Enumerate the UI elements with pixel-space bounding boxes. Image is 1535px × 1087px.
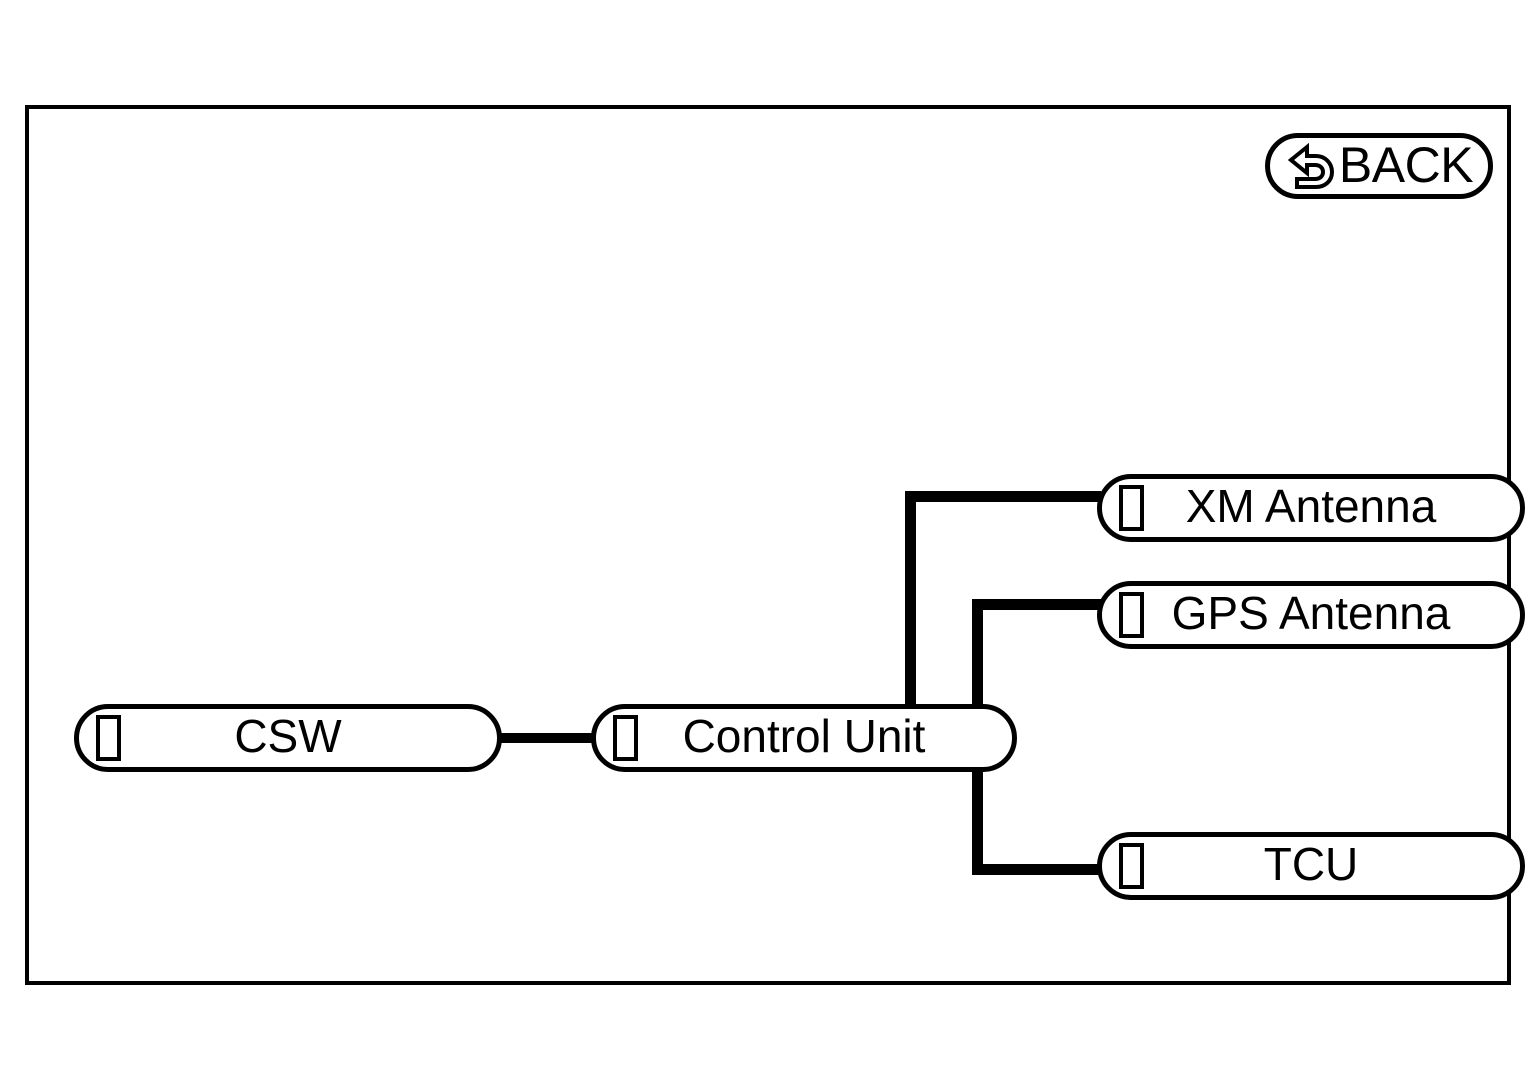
node-xm-antenna[interactable]: XM Antenna xyxy=(1097,474,1525,542)
back-arrow-icon xyxy=(1287,143,1334,189)
node-xm-antenna-label: XM Antenna xyxy=(1185,480,1437,532)
back-button[interactable]: BACK xyxy=(1265,133,1493,199)
connector-control-unit-to-gps-vertical xyxy=(972,599,983,709)
connector-control-unit-to-tcu-vertical xyxy=(972,767,983,875)
missing-glyph-box-icon xyxy=(1119,592,1144,638)
connector-csw-to-control-unit xyxy=(499,733,595,743)
node-csw[interactable]: CSW xyxy=(74,704,502,772)
connector-control-unit-to-xm-horizontal xyxy=(905,491,1101,502)
missing-glyph-box-icon xyxy=(1119,843,1144,889)
connector-control-unit-to-gps-horizontal xyxy=(972,599,1101,610)
back-button-label: BACK xyxy=(1338,136,1474,193)
diagram-frame: CSW Control Unit XM Antenna GPS Antenna … xyxy=(25,105,1525,985)
connector-control-unit-to-tcu-horizontal xyxy=(972,864,1101,875)
node-gps-antenna[interactable]: GPS Antenna xyxy=(1097,581,1525,649)
node-tcu[interactable]: TCU xyxy=(1097,832,1525,900)
node-gps-antenna-label: GPS Antenna xyxy=(1171,587,1451,639)
missing-glyph-box-icon xyxy=(1119,485,1144,531)
node-tcu-label: TCU xyxy=(1263,838,1359,890)
node-csw-label: CSW xyxy=(234,710,342,762)
node-control-unit-label: Control Unit xyxy=(682,710,926,762)
connector-control-unit-to-xm-vertical xyxy=(905,491,916,709)
node-control-unit[interactable]: Control Unit xyxy=(591,704,1017,772)
missing-glyph-box-icon xyxy=(613,715,638,761)
missing-glyph-box-icon xyxy=(96,715,121,761)
